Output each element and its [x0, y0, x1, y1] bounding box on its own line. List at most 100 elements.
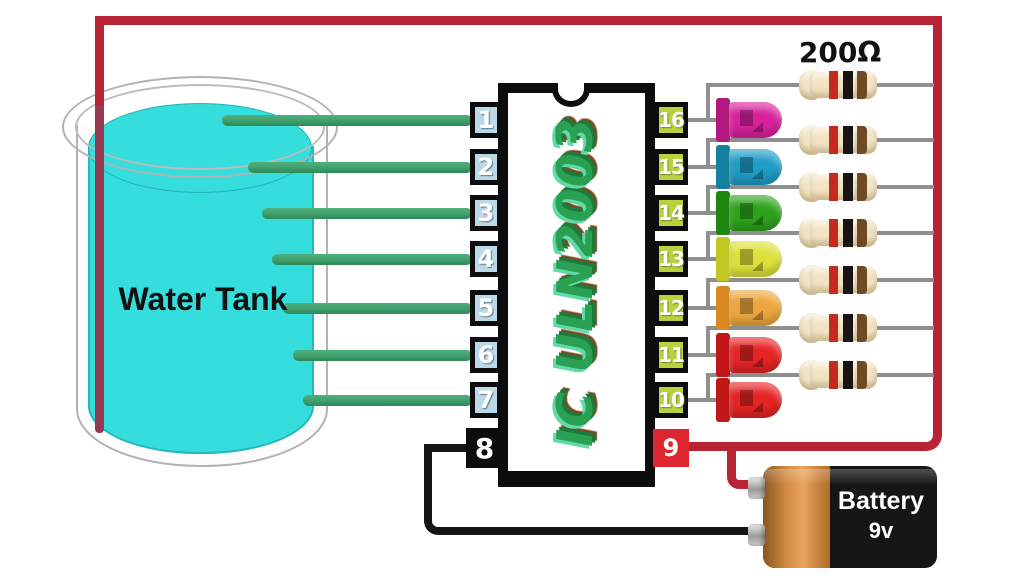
water-tank-label: Water Tank [118, 281, 288, 317]
resistor-band-red [829, 266, 838, 294]
led-die-wedge [752, 261, 763, 271]
battery-terminal-positive [748, 477, 765, 499]
led-red-2-base [716, 378, 730, 422]
resistor-band-black [843, 173, 853, 201]
resistor-band-black [843, 126, 853, 154]
led-magenta-base [716, 98, 730, 142]
resistor-lead [706, 83, 802, 87]
resistor-band-red [829, 126, 838, 154]
resistor-band-red [829, 361, 838, 389]
ic-pin-13: 13 [654, 241, 688, 277]
ic-pin-3: 3 [470, 195, 502, 231]
led-die-wedge [752, 122, 763, 132]
led-wire-riser [706, 326, 710, 357]
sensor-probe-4 [272, 254, 472, 265]
led-die-wedge [752, 357, 763, 367]
ic-pin-2: 2 [470, 149, 502, 185]
positive-wire-right [687, 16, 942, 451]
resistor-band-red [829, 173, 838, 201]
led-orange-base [716, 286, 730, 330]
resistor-lead [872, 83, 934, 87]
led-wire [686, 118, 718, 122]
resistor-lead [872, 231, 934, 235]
sensor-probe-5 [283, 303, 472, 314]
battery-label: Battery 9v [828, 487, 934, 544]
resistor-band-red [829, 219, 838, 247]
led-yellow-base [716, 237, 730, 281]
resistor-band-black [843, 71, 853, 99]
resistor-lead [872, 185, 934, 189]
ground-wire-stub [424, 444, 470, 452]
led-red-base [716, 333, 730, 377]
resistor-lead [872, 326, 934, 330]
resistor-band-brown [857, 219, 867, 247]
ic-pin-14: 14 [654, 195, 688, 231]
led-blue-base [716, 145, 730, 189]
led-yellow [729, 241, 782, 277]
battery-name: Battery [837, 487, 925, 515]
ic-pin-9: 9 [653, 429, 689, 467]
resistor-band-brown [857, 173, 867, 201]
battery [763, 466, 937, 568]
resistor-band-red [829, 314, 838, 342]
resistor-band-brown [857, 71, 867, 99]
resistor-lead [872, 278, 934, 282]
led-wire [686, 257, 718, 261]
led-wire [686, 211, 718, 215]
ic-pin-12: 12 [654, 290, 688, 326]
led-wire [686, 398, 718, 402]
led-wire [686, 165, 718, 169]
ground-wire [424, 446, 757, 535]
led-wire-riser [706, 83, 710, 122]
resistor-lead [706, 231, 802, 235]
led-wire-riser [706, 373, 710, 402]
ic-pin-1: 1 [470, 102, 502, 138]
battery-voltage: 9v [868, 518, 894, 543]
sensor-probe-2 [248, 162, 472, 173]
led-wire-riser [706, 278, 710, 310]
positive-probe-wire [95, 16, 104, 108]
resistor-lead [706, 326, 802, 330]
resistor-lead [872, 373, 934, 377]
resistor-band-brown [857, 314, 867, 342]
led-blue [729, 149, 782, 185]
battery-terminal-negative [748, 524, 765, 546]
led-green [729, 195, 782, 231]
led-red [729, 337, 782, 373]
tank-rim-outer [62, 76, 338, 178]
led-die [740, 298, 753, 314]
led-orange [729, 290, 782, 326]
ic-pin-15: 15 [654, 149, 688, 185]
resistor-band-black [843, 361, 853, 389]
ic-pin-11: 11 [654, 337, 688, 373]
positive-wire-top [95, 16, 942, 25]
ic-pin-6: 6 [470, 337, 502, 373]
positive-probe-wire-in-water [95, 105, 104, 433]
led-wire [686, 306, 718, 310]
tank-rim-inner [75, 84, 325, 170]
resistor-lead [706, 185, 802, 189]
resistor-lead [706, 373, 802, 377]
resistor-value-label: 200Ω [798, 36, 882, 69]
resistor-band-brown [857, 266, 867, 294]
resistor-band-brown [857, 361, 867, 389]
resistor-band-black [843, 266, 853, 294]
led-green-base [716, 191, 730, 235]
sensor-probe-1 [222, 115, 472, 126]
sensor-probe-6 [293, 350, 472, 361]
led-wire-riser [706, 231, 710, 261]
led-die-wedge [752, 402, 763, 412]
led-die-wedge [752, 310, 763, 320]
ic-pin-10: 10 [654, 382, 688, 418]
ic-pin-4: 4 [470, 241, 502, 277]
resistor-band-black [843, 314, 853, 342]
ic-pin-8: 8 [466, 428, 503, 468]
led-red-2 [729, 382, 782, 418]
led-die [740, 249, 753, 265]
led-die [740, 390, 753, 406]
resistor-band-red [829, 71, 838, 99]
sensor-probe-3 [262, 208, 472, 219]
ic-pin-7: 7 [470, 382, 502, 418]
